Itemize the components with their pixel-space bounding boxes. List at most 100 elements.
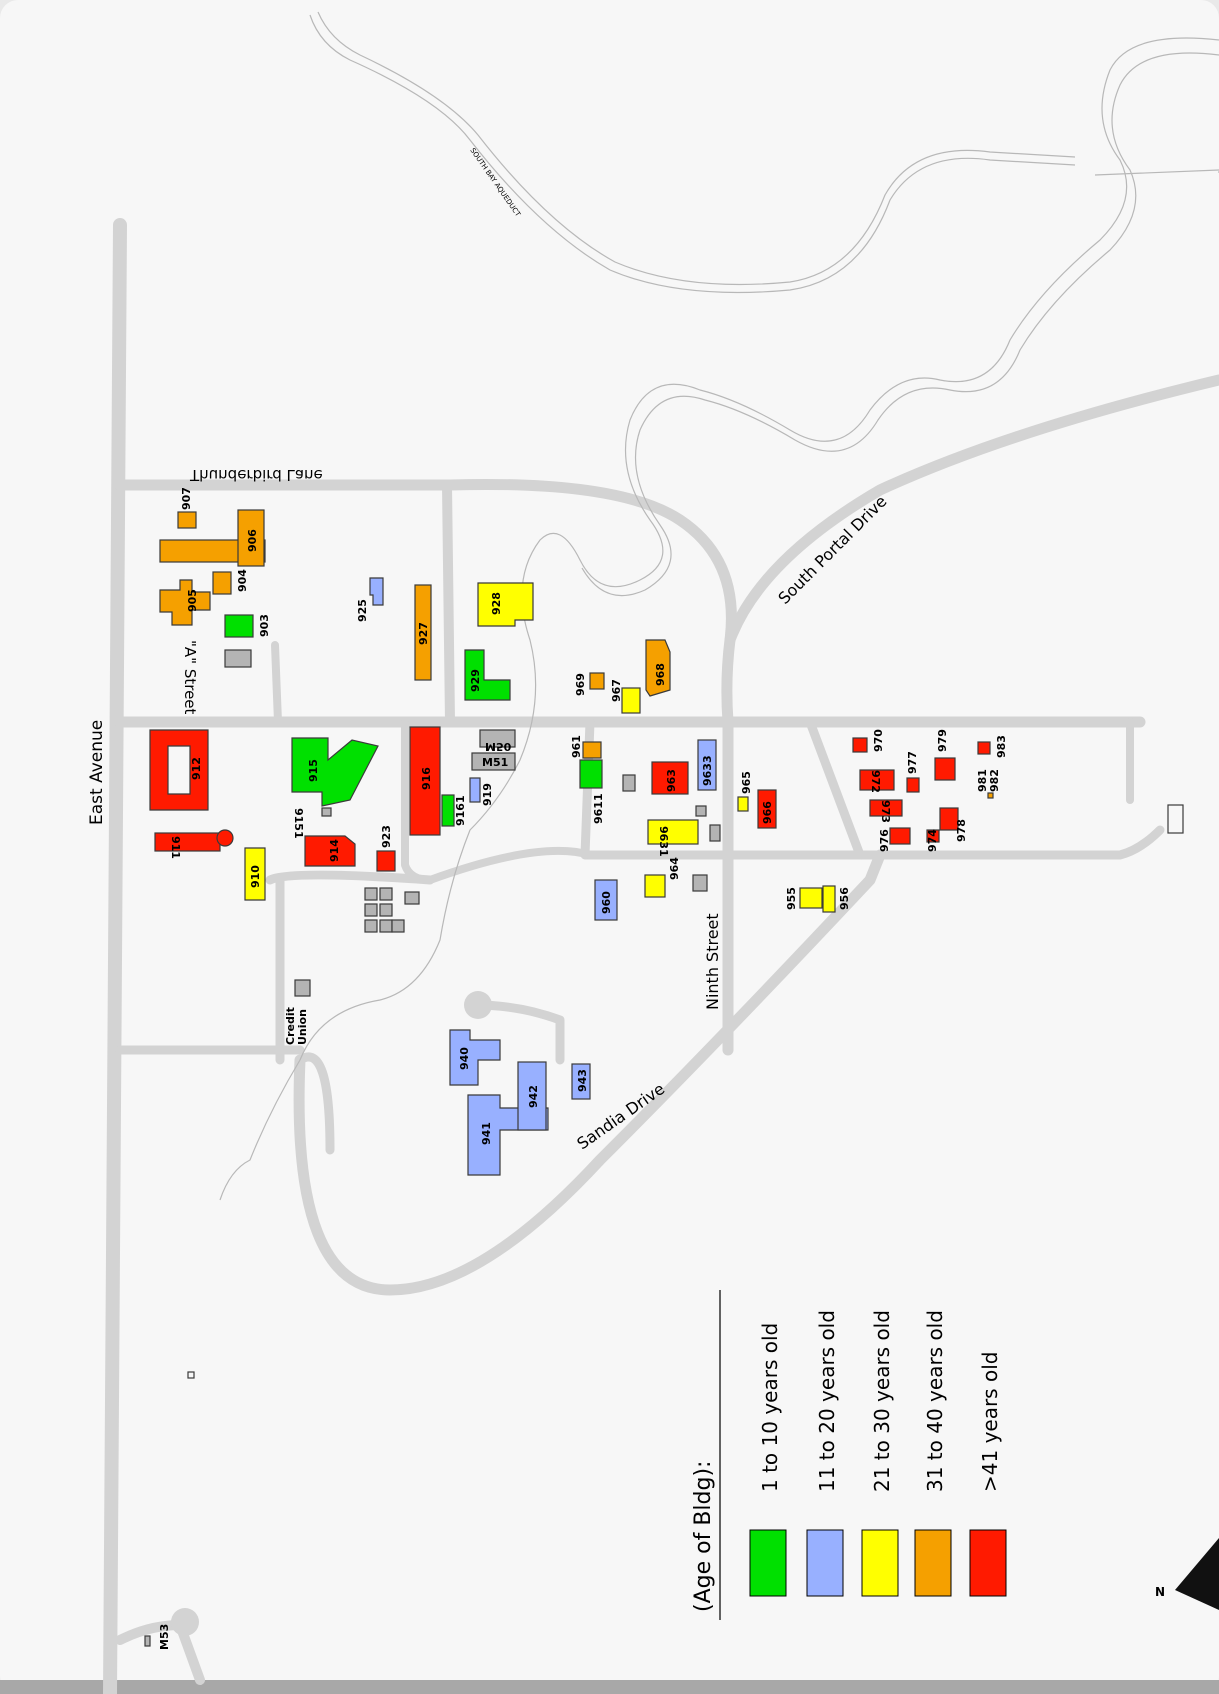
building-925[interactable] (369, 577, 384, 606)
legend-swatch-31-40 (914, 1529, 952, 1597)
building-968[interactable] (645, 639, 671, 697)
building-977[interactable] (906, 777, 920, 793)
building-903[interactable] (224, 614, 254, 638)
map-bottom-border (0, 1680, 1219, 1694)
label-969: 969 (574, 673, 587, 696)
building-906[interactable] (237, 509, 265, 567)
building-gray-964[interactable] (692, 874, 708, 892)
label-925: 925 (356, 599, 369, 622)
credit-union-label-2: Union (296, 1009, 309, 1045)
building-963[interactable] (651, 761, 689, 795)
legend-label-1-10: 1 to 10 years old (758, 1323, 782, 1492)
building-965[interactable] (737, 796, 749, 812)
building-940[interactable] (449, 1029, 501, 1086)
building-910[interactable] (244, 847, 266, 901)
building-m50[interactable] (479, 729, 516, 748)
building-m53[interactable] (144, 1635, 151, 1647)
north-arrow: N (1155, 1538, 1219, 1610)
building-970[interactable] (852, 737, 868, 753)
building-gray-2[interactable] (379, 887, 393, 901)
building-gray-central-1[interactable] (622, 774, 636, 792)
building-929[interactable] (464, 649, 511, 701)
m50-label: M50 (485, 740, 512, 753)
building-gray-central-2[interactable] (695, 805, 707, 817)
building-972[interactable] (859, 769, 895, 791)
building-credit-union[interactable] (294, 979, 311, 997)
place-labels: Credit Union M53 M50 M51 (158, 740, 512, 1650)
credit-union-label-1: Credit (284, 1007, 297, 1045)
building-911[interactable] (154, 832, 221, 852)
building-982[interactable] (987, 792, 994, 799)
building-9631[interactable] (647, 819, 699, 845)
building-904[interactable] (212, 571, 232, 595)
building-969[interactable] (589, 672, 605, 690)
building-m51[interactable] (471, 752, 516, 771)
building-961[interactable] (582, 741, 602, 759)
building-927[interactable] (414, 584, 432, 681)
building-tiny-west[interactable] (187, 1371, 195, 1379)
building-912[interactable] (149, 729, 209, 811)
label-941: 941 (480, 1122, 493, 1145)
label-9161: 9161 (454, 795, 467, 826)
building-973[interactable] (869, 799, 903, 817)
building-gray-central-3[interactable] (709, 824, 721, 842)
building-9161[interactable] (441, 794, 455, 827)
creek-second (581, 52, 1219, 597)
building-976[interactable] (889, 827, 911, 845)
building-983[interactable] (977, 741, 991, 755)
aqueduct-line-b (317, 11, 1076, 286)
label-906: 906 (246, 529, 259, 552)
building-956[interactable] (822, 885, 836, 913)
building-gray-8[interactable] (391, 919, 405, 933)
m51-label: M51 (482, 756, 508, 769)
inner-street-1 (271, 641, 282, 726)
label-973: 973 (879, 800, 892, 823)
building-916[interactable] (409, 726, 441, 836)
label-955: 955 (785, 887, 798, 910)
legend-label-21-30: 21 to 30 years old (870, 1310, 894, 1492)
building-gray-5[interactable] (379, 903, 393, 917)
building-9633[interactable] (697, 739, 717, 791)
thunderbird-lane-road (114, 478, 737, 728)
label-919: 919 (481, 783, 494, 806)
building-979[interactable] (934, 757, 956, 781)
building-gray-7[interactable] (379, 919, 393, 933)
inner-loop-road (401, 718, 594, 884)
building-gray-6[interactable] (364, 919, 378, 933)
m53-circle (171, 1608, 199, 1636)
building-gray-3[interactable] (404, 891, 420, 905)
building-905[interactable] (159, 579, 211, 626)
ninth-street-label: Ninth Street (703, 913, 722, 1010)
building-gray-1[interactable] (364, 887, 378, 901)
building-974[interactable] (926, 829, 940, 843)
building-gray-4[interactable] (364, 903, 378, 917)
building-919[interactable] (469, 777, 481, 803)
building-9xx-gray[interactable] (224, 649, 252, 668)
label-982: 982 (988, 769, 1001, 792)
building-915[interactable] (291, 737, 379, 807)
building-923[interactable] (376, 850, 396, 872)
building-911-dome[interactable] (216, 829, 234, 847)
building-9611[interactable] (579, 759, 603, 789)
north-arrow-shape (1175, 1538, 1219, 1610)
building-966[interactable] (757, 789, 777, 829)
building-943[interactable] (571, 1063, 591, 1100)
label-929: 929 (469, 669, 482, 692)
label-943: 943 (576, 1069, 589, 1092)
building-955[interactable] (799, 887, 823, 909)
label-940: 940 (458, 1047, 471, 1070)
building-960[interactable] (594, 879, 618, 921)
label-965: 965 (740, 771, 753, 794)
building-928[interactable] (477, 582, 534, 627)
building-942[interactable] (517, 1061, 547, 1131)
building-978[interactable] (939, 807, 959, 831)
building-east-outline[interactable] (1167, 804, 1184, 834)
building-964[interactable] (644, 874, 666, 898)
building-907[interactable] (177, 511, 197, 529)
building-967[interactable] (621, 687, 641, 714)
building-9151[interactable] (321, 807, 332, 817)
label-976: 976 (878, 829, 891, 852)
building-914[interactable] (304, 835, 356, 867)
